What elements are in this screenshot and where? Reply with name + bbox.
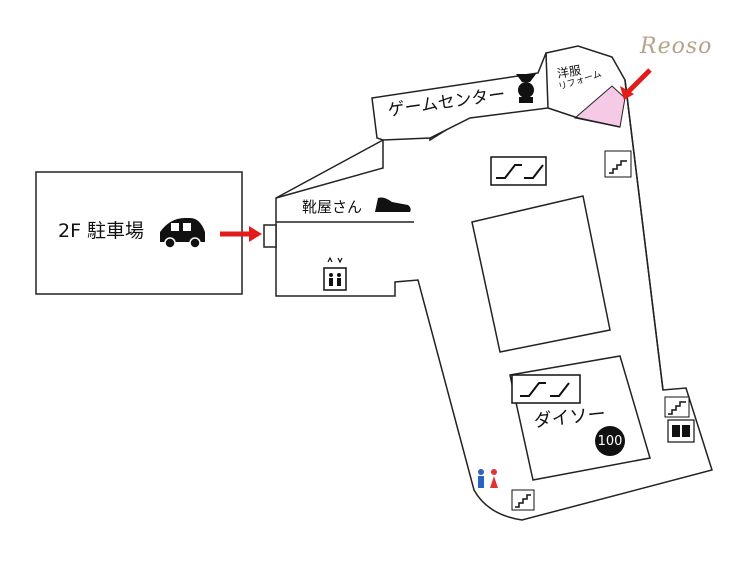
restroom-icon (478, 469, 498, 488)
game-center-area (371, 52, 549, 141)
daiso-100-badge: 100 (595, 426, 625, 456)
corridor-wall-right (624, 79, 664, 391)
escalator-icon (511, 374, 581, 404)
shoe-store-label: 靴屋さん (302, 198, 363, 216)
stairs-icon (511, 489, 535, 511)
clothing-store-outline (547, 107, 621, 128)
escalator-icon (490, 156, 547, 186)
shoe-icon (375, 197, 411, 212)
logo: Reoso (640, 34, 713, 59)
entrance-door (263, 224, 277, 248)
parking-label: 2F 駐車場 (58, 220, 145, 242)
elevator-icon (667, 419, 695, 443)
clothing-pointer-arrow-icon (620, 68, 652, 100)
game-center-inner-line (275, 140, 384, 199)
central-store-block (471, 195, 611, 353)
car-icon (160, 218, 205, 249)
crane-game-icon (516, 74, 536, 103)
entrance-arrow-icon (220, 226, 262, 242)
elevator-icon (323, 256, 347, 291)
parking-area (35, 171, 243, 295)
stairs-icon (604, 150, 632, 178)
stairs-icon (664, 396, 690, 418)
